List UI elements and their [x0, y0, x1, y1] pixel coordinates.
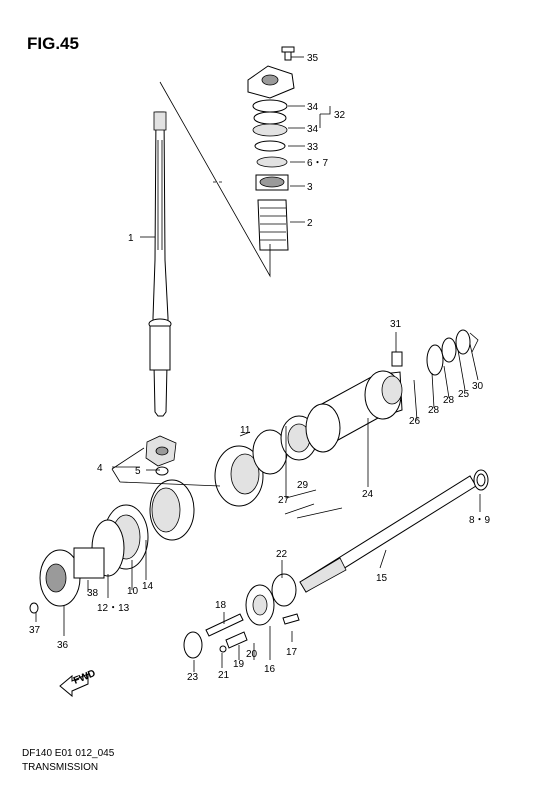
leader-lines	[35, 56, 481, 672]
fwd-arrow-icon: FWD	[59, 668, 97, 698]
callout-23: 23	[187, 672, 199, 683]
callout-20: 20	[246, 649, 258, 660]
callout-26: 26	[409, 416, 421, 427]
callout-24: 24	[362, 489, 374, 500]
callout-15: 15	[376, 573, 388, 584]
callout-28a: 28	[428, 405, 440, 416]
callout-16: 16	[264, 664, 276, 675]
drawing-code: DF140 E01 012_045	[22, 748, 115, 759]
callout-6-7: 6・7	[307, 158, 329, 169]
callout-34a: 34	[307, 102, 319, 113]
callout-29: 29	[297, 480, 309, 491]
callout-17: 17	[286, 647, 298, 658]
callout-35: 35	[307, 53, 319, 64]
gear-case-assembly	[214, 329, 479, 507]
forward-gear-assembly	[29, 435, 195, 614]
callout-2: 2	[307, 218, 313, 229]
callout-10: 10	[127, 586, 139, 597]
callout-21: 21	[218, 670, 230, 681]
callout-4: 4	[97, 463, 103, 474]
callout-32: 32	[334, 110, 346, 121]
callout-5: 5	[135, 466, 141, 477]
propeller-shaft	[299, 469, 489, 593]
callout-8-9: 8・9	[469, 515, 491, 526]
assembly-outline	[159, 81, 271, 278]
figure-title: FIG.45	[27, 34, 79, 53]
upper-bearing-housing-stack	[247, 46, 295, 251]
callout-3: 3	[307, 182, 313, 193]
callout-22: 22	[276, 549, 288, 560]
callout-11: 11	[240, 425, 251, 436]
callout-38: 38	[87, 588, 99, 599]
callout-31: 31	[390, 319, 402, 330]
callout-34b: 34	[307, 124, 319, 135]
callout-labels: 1 2 3 4 5 6・7 8・9 10 11 12・13 14 15 16 1…	[29, 53, 491, 683]
callout-37: 37	[29, 625, 41, 636]
callout-12-13: 12・13	[97, 603, 130, 614]
callout-25: 25	[458, 389, 470, 400]
callout-27: 27	[278, 495, 290, 506]
callout-19: 19	[233, 659, 245, 670]
callout-36: 36	[57, 640, 69, 651]
callout-14: 14	[142, 581, 154, 592]
callout-30: 30	[472, 381, 484, 392]
clutch-dog-assembly	[183, 573, 300, 659]
diagram-caption: TRANSMISSION	[22, 762, 99, 773]
callout-33: 33	[307, 142, 319, 153]
callout-1: 1	[128, 233, 134, 244]
drive-shaft	[148, 111, 172, 417]
callout-28b: 28	[443, 395, 455, 406]
callout-18: 18	[215, 600, 227, 611]
